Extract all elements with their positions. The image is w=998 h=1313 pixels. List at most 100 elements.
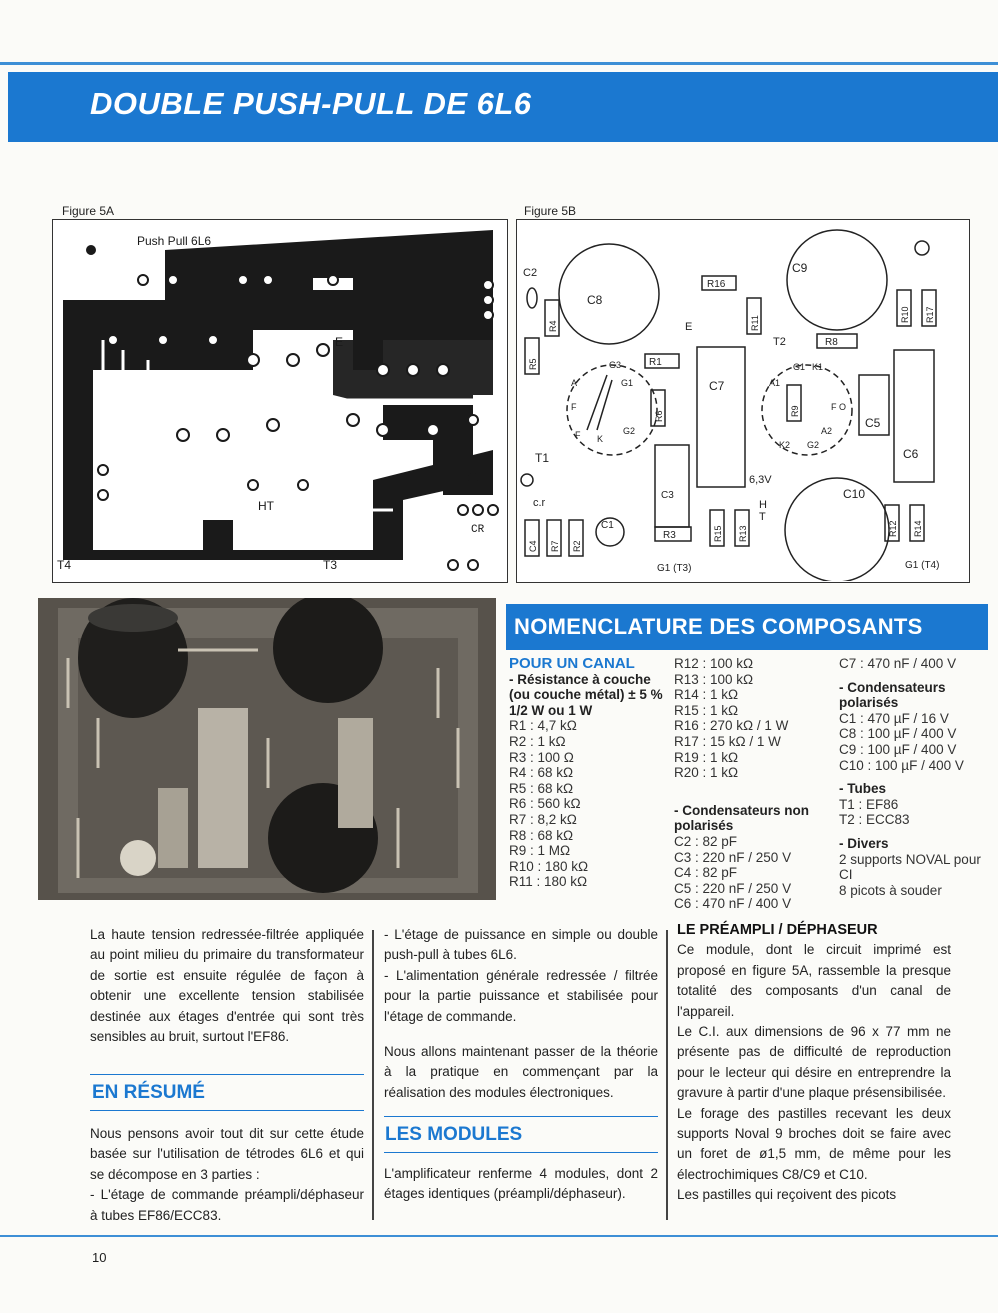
paragraph: - L'étage de commande préampli/déphaseur… [90, 1187, 364, 1223]
pin-g2: G2 [623, 426, 635, 436]
list-item: C5 : 220 nF / 250 V [674, 880, 792, 896]
section-les-modules: LES MODULES [385, 1124, 523, 1145]
list-item: R15 : 1 kΩ [674, 702, 739, 718]
body-col-3: LE PRÉAMPLI / DÉPHASEUR Ce module, dont … [677, 920, 951, 1206]
label-e: E [685, 321, 692, 333]
section-rule [384, 1152, 658, 1153]
pin-k2: K2 [779, 440, 790, 450]
label-c7: C7 [709, 379, 725, 393]
list-item: T2 : ECC83 [839, 812, 910, 828]
board-title: Push Pull 6L6 [137, 234, 211, 248]
label-c4: C4 [528, 540, 538, 552]
paragraph: Ce module, dont le circuit imprimé est p… [677, 942, 951, 1019]
tubes-heading: - Tubes [839, 781, 886, 797]
pin-fo: F O [831, 402, 846, 412]
list-item: C3 : 220 nF / 250 V [674, 849, 792, 865]
label-e: E [335, 335, 343, 349]
list-item: C1 : 470 µF / 16 V [839, 710, 949, 726]
pin-g3: G3 [609, 360, 621, 370]
paragraph: Nous allons maintenant passer de la théo… [384, 1044, 658, 1100]
non-polarized-heading: - Condensateurs non polarisés [674, 802, 810, 834]
list-item: T1 : EF86 [839, 796, 899, 812]
list-item: R12 : 100 kΩ [674, 656, 754, 671]
component-layout: C2 C8 R16 C9 R1 E T2 R8 C7 C5 C6 T1 C3 6… [520, 229, 939, 583]
label-t: T [759, 511, 766, 523]
label-r12: R12 [888, 520, 898, 537]
paragraph: - L'étage de puissance en simple ou doub… [384, 927, 658, 963]
nomenclature-heading: POUR UN CANAL [509, 655, 635, 672]
pin-f2: F [575, 430, 581, 440]
label-t1: T1 [535, 451, 549, 465]
list-item: R2 : 1 kΩ [509, 733, 566, 749]
figure-5a-pcb: Push Pull 6L6 E HT CR T4 T3 [52, 219, 508, 583]
pin-g1b: G1 [793, 362, 805, 372]
nomenclature-col-1: POUR UN CANAL - Résistance à couche (ou … [509, 656, 664, 890]
label-r16: R16 [707, 279, 726, 290]
pcb-layout: Push Pull 6L6 E HT CR T4 T3 [57, 230, 499, 572]
list-item: R16 : 270 kΩ / 1 W [674, 718, 789, 734]
label-c3: C3 [661, 490, 674, 501]
list-item: R7 : 8,2 kΩ [509, 811, 577, 827]
label-r4: R4 [548, 320, 558, 332]
figure-5a-label: Figure 5A [62, 204, 115, 218]
nomenclature-title: NOMENCLATURE DES COMPOSANTS [514, 614, 923, 639]
column-divider [372, 930, 374, 1220]
list-item: C2 : 82 pF [674, 833, 738, 849]
section-preampli: LE PRÉAMPLI / DÉPHASEUR [677, 922, 878, 938]
nomenclature-banner: NOMENCLATURE DES COMPOSANTS [506, 604, 988, 650]
section-en-resume: EN RÉSUMÉ [92, 1082, 205, 1103]
list-item: C6 : 470 nF / 400 V [674, 896, 792, 912]
polarized-heading: - Condensateurs polarisés [839, 679, 946, 711]
list-item: R11 : 180 kΩ [509, 874, 588, 890]
label-r17: R17 [925, 306, 935, 323]
label-6-3v: 6,3V [749, 474, 772, 486]
column-divider [666, 930, 668, 1220]
list-item: R17 : 15 kΩ / 1 W [674, 733, 781, 749]
section-rule [384, 1116, 658, 1117]
paragraph: Le C.I. aux dimensions de 96 x 77 mm ne … [677, 1024, 951, 1101]
label-g1-t4: G1 (T4) [905, 560, 939, 571]
label-cr: CR [471, 524, 485, 536]
body-col-2-mid: Nous allons maintenant passer de la théo… [384, 1042, 658, 1103]
label-t4: T4 [57, 558, 71, 572]
label-c6: C6 [903, 447, 919, 461]
pin-k: K [597, 434, 603, 444]
list-item: R3 : 100 Ω [509, 749, 574, 765]
bottom-rule [0, 1235, 998, 1237]
list-item: R9 : 1 MΩ [509, 843, 571, 859]
list-item: R6 : 560 kΩ [509, 796, 581, 812]
list-item: C4 : 82 pF [674, 865, 738, 881]
resistor-heading: - Résistance à couche (ou couche métal) … [509, 671, 663, 718]
pin-k1: K1 [812, 362, 823, 372]
label-r11: R11 [750, 315, 760, 331]
label-r1: R1 [649, 357, 662, 368]
paragraph: Les pastilles qui reçoivent des picots [677, 1187, 897, 1203]
label-r10: R10 [900, 306, 910, 323]
list-item: R13 : 100 kΩ [674, 671, 754, 687]
label-c8: C8 [587, 293, 603, 307]
label-c5: C5 [865, 416, 881, 430]
pin-f1: F [571, 402, 577, 412]
label-h: H [759, 499, 767, 511]
pin-g2b: G2 [807, 440, 819, 450]
label-r5: R5 [528, 358, 538, 370]
list-item: C8 : 100 µF / 400 V [839, 726, 957, 742]
figure-5b-label: Figure 5B [524, 204, 577, 218]
mounting-hole-icon [468, 473, 478, 483]
label-ht: HT [258, 499, 275, 513]
pin-g1: G1 [621, 378, 633, 388]
paragraph: L'amplificateur renferme 4 modules, dont… [384, 1166, 658, 1202]
top-rule [0, 62, 998, 65]
label-r7: R7 [550, 540, 560, 552]
title-banner: DOUBLE PUSH-PULL DE 6L6 [8, 72, 998, 142]
label-c1: C1 [601, 520, 614, 531]
list-item: R1 : 4,7 kΩ [509, 718, 577, 734]
label-r9: R9 [790, 405, 800, 417]
body-col-2-top: - L'étage de puissance en simple ou doub… [384, 925, 658, 1027]
page-number: 10 [92, 1250, 107, 1265]
body-col-1-p2: Nous pensons avoir tout dit sur cette ét… [90, 1124, 364, 1226]
list-item: R8 : 68 kΩ [509, 827, 574, 843]
divers-heading: - Divers [839, 835, 889, 851]
label-r13: R13 [738, 525, 748, 542]
label-r2: R2 [572, 540, 582, 552]
